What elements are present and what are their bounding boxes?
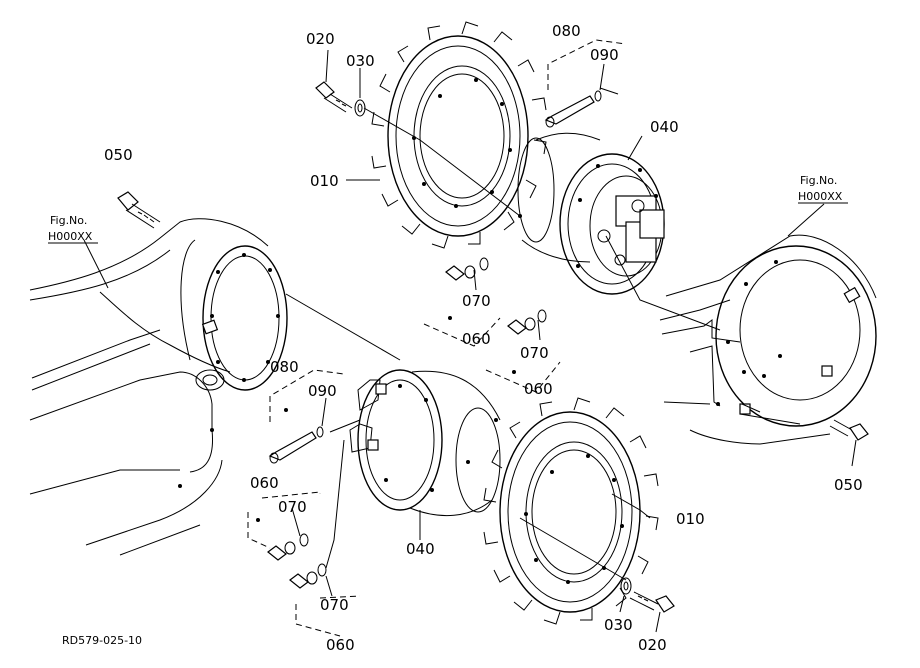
washer-030-bottom bbox=[620, 577, 632, 595]
label-050-right: 050 bbox=[834, 476, 863, 494]
oring-090-top bbox=[594, 90, 602, 102]
left-track-frame bbox=[29, 191, 288, 556]
label-080-bot: 080 bbox=[270, 358, 299, 376]
bolt-050-left bbox=[117, 191, 161, 229]
label-040-bot: 040 bbox=[406, 540, 435, 558]
bracket-060-a bbox=[423, 317, 501, 347]
bolt-050-right bbox=[829, 419, 869, 441]
label-020-bot: 020 bbox=[638, 636, 667, 654]
oring-070-c bbox=[299, 533, 309, 547]
label-040-top: 040 bbox=[650, 118, 679, 136]
plug-060-d bbox=[289, 571, 318, 589]
oring-070-d bbox=[317, 563, 327, 577]
fig-ref-left-line2: H000XX bbox=[48, 230, 93, 243]
travel-motor-040-top bbox=[517, 132, 665, 295]
sprocket-010-top bbox=[371, 21, 547, 249]
label-030-top: 030 bbox=[346, 52, 375, 70]
drawing-code: RD579-025-10 bbox=[62, 634, 142, 647]
label-090-top: 090 bbox=[590, 46, 619, 64]
fig-ref-left-line1: Fig.No. bbox=[50, 214, 87, 227]
bracket-080-top bbox=[547, 39, 627, 90]
part-labels: 020 030 080 090 040 010 050 070 060 070 … bbox=[48, 22, 863, 654]
plug-060-a bbox=[445, 265, 476, 320]
label-070-a: 070 bbox=[462, 292, 491, 310]
label-060-a: 060 bbox=[462, 330, 491, 348]
label-050-left: 050 bbox=[104, 146, 133, 164]
leader-lines bbox=[83, 49, 857, 633]
plug-060-c bbox=[256, 518, 296, 561]
bracket-060-b bbox=[485, 361, 561, 393]
label-020-top: 020 bbox=[306, 30, 335, 48]
label-060-c: 060 bbox=[250, 474, 279, 492]
label-090-bot: 090 bbox=[308, 382, 337, 400]
label-080-top: 080 bbox=[552, 22, 581, 40]
right-track-frame bbox=[659, 234, 877, 445]
oring-070-b bbox=[537, 309, 547, 323]
bracket-060-c bbox=[247, 491, 321, 549]
plug-060-b bbox=[507, 317, 536, 374]
label-030-bot: 030 bbox=[604, 616, 633, 634]
sprocket-010-bottom bbox=[483, 397, 659, 625]
fig-ref-right-line1: Fig.No. bbox=[800, 174, 837, 187]
label-070-d: 070 bbox=[320, 596, 349, 614]
pin-080-top bbox=[544, 95, 595, 128]
label-060-d: 060 bbox=[326, 636, 355, 654]
bracket-080-bot bbox=[269, 369, 345, 422]
washer-030-top bbox=[354, 99, 366, 117]
label-070-c: 070 bbox=[278, 498, 307, 516]
pin-080-bottom bbox=[268, 408, 317, 464]
travel-motor-040-bottom bbox=[349, 369, 501, 517]
label-070-b: 070 bbox=[520, 344, 549, 362]
label-060-b: 060 bbox=[524, 380, 553, 398]
assembly-lines bbox=[285, 87, 761, 581]
label-010-bot: 010 bbox=[676, 510, 705, 528]
fig-ref-right-line2: H000XX bbox=[798, 190, 843, 203]
oring-070-a bbox=[479, 257, 489, 271]
bolt-020-top bbox=[315, 81, 353, 113]
oring-090-bottom bbox=[316, 426, 324, 438]
bracket-060-d bbox=[295, 595, 361, 637]
label-010-top: 010 bbox=[310, 172, 339, 190]
bolt-020-bottom bbox=[629, 591, 675, 613]
